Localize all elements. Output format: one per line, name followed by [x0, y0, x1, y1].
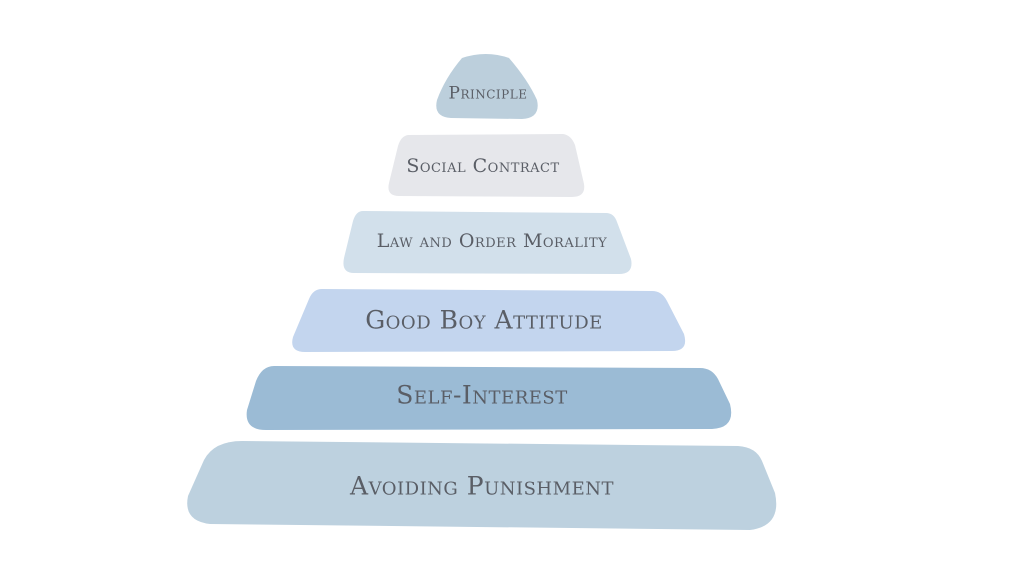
tier-self-interest: Self-Interest: [246, 366, 732, 430]
tier-social-contract: Social Contract: [388, 134, 585, 197]
tier-principle-label: Principle: [449, 84, 528, 104]
tier-social-contract-shape: [388, 134, 585, 197]
tier-avoiding-punishment: Avoiding Punishment: [187, 441, 777, 530]
tier-principle: Principle: [436, 54, 538, 119]
tier-social-contract-label: Social Contract: [406, 155, 559, 177]
tier-self-interest-label: Self-Interest: [396, 381, 567, 410]
tier-avoiding-punishment-label: Avoiding Punishment: [349, 472, 614, 501]
tier-law-and-order-shape: [343, 211, 632, 274]
tier-law-and-order: Law and Order Morality: [343, 211, 632, 274]
tier-good-boy-shape: [292, 289, 686, 352]
tier-good-boy: Good Boy Attitude: [292, 289, 686, 352]
tier-avoiding-punishment-shape: [187, 441, 777, 530]
tier-self-interest-shape: [246, 366, 732, 430]
tier-good-boy-label: Good Boy Attitude: [365, 306, 603, 335]
tier-law-and-order-label: Law and Order Morality: [377, 230, 608, 252]
tier-principle-shape: [436, 54, 538, 119]
